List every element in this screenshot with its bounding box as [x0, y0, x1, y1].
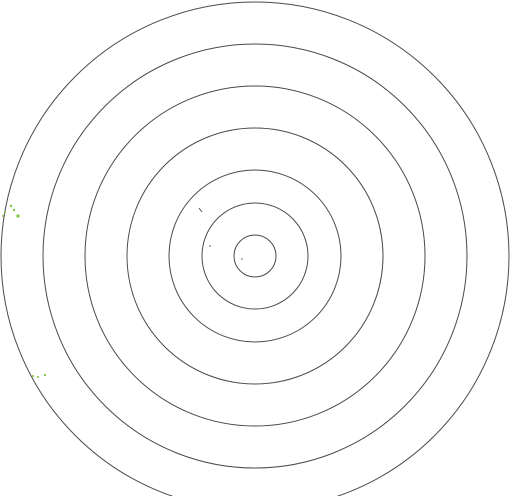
ring-6[interactable]	[42, 43, 468, 469]
bullseye-ring[interactable]	[233, 234, 277, 278]
hit-mark	[37, 376, 39, 378]
hole-mark	[198, 207, 203, 213]
hit-mark	[16, 214, 20, 218]
hit-mark	[9, 204, 13, 208]
ring-4[interactable]	[126, 127, 384, 385]
hit-mark	[43, 373, 47, 377]
hit-mark	[2, 215, 4, 217]
hit-mark	[32, 375, 34, 377]
hole-mark	[241, 258, 243, 260]
ring-3[interactable]	[168, 169, 342, 343]
shot-marks	[2, 204, 243, 378]
hit-mark	[4, 211, 6, 213]
ring-5[interactable]	[84, 85, 426, 427]
ring-2[interactable]	[201, 202, 309, 310]
hole-mark	[209, 245, 211, 247]
hit-mark	[12, 208, 16, 212]
